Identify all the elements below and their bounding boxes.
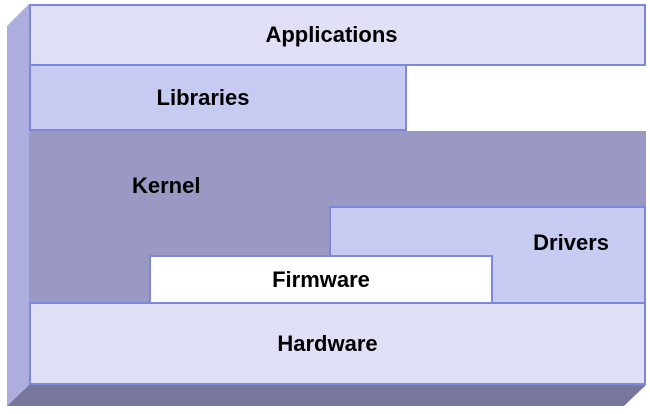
layer-libraries: Libraries xyxy=(29,64,407,131)
layer-applications: Applications xyxy=(29,4,646,66)
firmware-label: Firmware xyxy=(272,266,370,292)
applications-label: Applications xyxy=(265,22,398,47)
kernel-label: Kernel xyxy=(132,173,201,198)
libraries-label: Libraries xyxy=(156,84,250,110)
layer-firmware: Firmware xyxy=(149,255,493,304)
left-face xyxy=(7,4,29,406)
hardware-label: Hardware xyxy=(277,330,378,356)
layer-hardware: Hardware xyxy=(29,302,646,385)
drivers-label: Drivers xyxy=(533,230,609,255)
bottom-face xyxy=(7,385,646,406)
